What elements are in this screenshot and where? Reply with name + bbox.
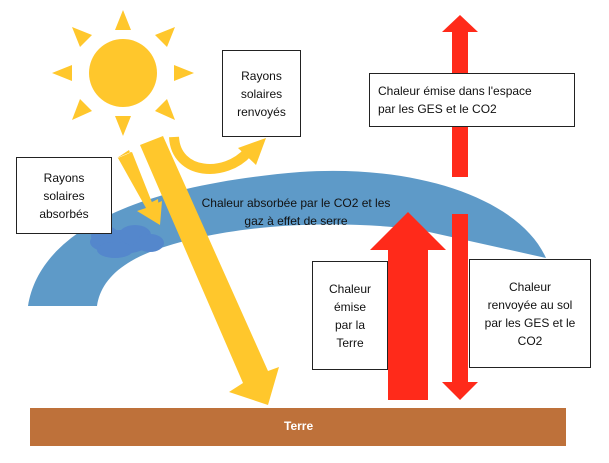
heat-emitted-line-2: émise (333, 299, 366, 314)
heat-emitted-line-1: Chaleur (328, 281, 372, 296)
solar-absorbed-line-2: solaires (43, 188, 85, 203)
solar-absorbed-box: Rayons solaires absorbés (16, 157, 112, 234)
heat-space-box: Chaleur émise dans l'espace par les GES … (369, 73, 575, 127)
heat-returned-box: Chaleur renvoyée au sol par les GES et l… (469, 259, 591, 368)
earth-ground (30, 408, 566, 446)
heat-absorbed-line-1: Chaleur absorbée par le CO2 et les (201, 196, 391, 210)
heat-returned-arrow (442, 214, 478, 400)
heat-emitted-line-4: Terre (336, 335, 364, 350)
solar-absorbed-line-3: absorbés (39, 206, 89, 221)
solar-reflected-line-1: Rayons (241, 68, 282, 83)
heat-absorbed-label: Chaleur absorbée par le CO2 et les gaz à… (186, 194, 406, 230)
absorbed-solar-arrow (117, 150, 162, 225)
reflected-solar-arrow (169, 136, 266, 174)
sun-icon (52, 10, 194, 136)
earth-label: Terre (284, 419, 314, 433)
solar-absorbed-line-1: Rayons (43, 170, 85, 185)
heat-space-line-1: Chaleur émise dans l'espace (378, 84, 532, 98)
heat-emitted-by-earth-arrow (370, 212, 446, 400)
heat-emitted-line-3: par la (334, 317, 366, 332)
heat-absorbed-line-2: gaz à effet de serre (244, 214, 348, 228)
heat-space-line-2: par les GES et le CO2 (378, 102, 497, 116)
heat-returned-line-4: CO2 (517, 333, 543, 348)
heat-emitted-earth-box: Chaleur émise par la Terre (312, 261, 388, 370)
heat-returned-line-1: Chaleur (508, 279, 552, 294)
solar-reflected-line-3: renvoyés (237, 104, 286, 119)
solar-ray-to-earth-arrow (140, 136, 279, 405)
cloud-shape (90, 225, 164, 258)
heat-returned-line-2: renvoyée au sol (487, 297, 573, 312)
solar-reflected-box: Rayons solaires renvoyés (222, 50, 301, 137)
solar-reflected-line-2: solaires (240, 86, 283, 101)
heat-returned-line-3: par les GES et le (484, 315, 576, 330)
